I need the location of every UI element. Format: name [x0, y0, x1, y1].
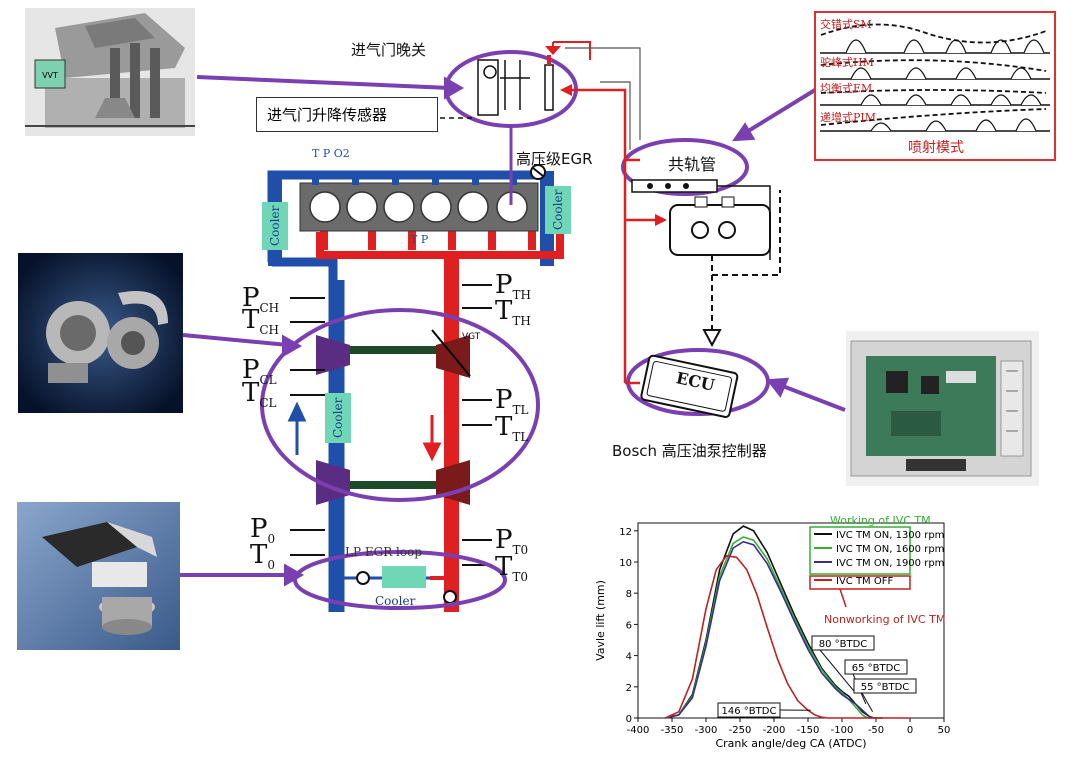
y-axis-label: Vavle lift (mm): [594, 580, 607, 661]
common-rail-label: 共轨管: [668, 155, 717, 174]
bosch-controller-label: Bosch 高压油泵控制器: [612, 442, 767, 460]
mode-hm-label: 驼峰式HM: [820, 56, 874, 69]
vgt-label: VGT: [462, 332, 481, 342]
legend-label-2: IVC TM ON, 1900 rpm: [836, 558, 944, 569]
x-tick-label: -300: [695, 725, 718, 736]
y-tick-label: 6: [626, 620, 632, 631]
vvt-label: VVT: [42, 71, 58, 80]
t-p-manifold-label: T P: [410, 233, 429, 246]
intercooler: Cooler: [325, 393, 351, 443]
egr-cooler-right: Cooler: [545, 186, 571, 234]
valve-sensor-box: 进气门升降传感器: [256, 97, 438, 132]
mode-pim-label: 递增式PIM: [820, 111, 877, 124]
btdc-leader: [819, 649, 856, 694]
sensor-p-t0: PT0: [495, 525, 529, 558]
t-p-o2-label: T P O2: [312, 147, 350, 160]
valve-train-photo: VVT: [25, 8, 195, 136]
mode-em-label: 均衡式EM: [820, 82, 873, 95]
sensor-p-ch: PCH: [242, 283, 280, 316]
y-tick-label: 2: [626, 683, 632, 694]
lp-egr-cooler: [382, 566, 426, 588]
x-tick-label: -400: [627, 725, 650, 736]
legend-label-1: IVC TM ON, 1600 rpm: [836, 544, 944, 555]
btdc-box: [844, 659, 908, 675]
sensor-t-0: T0: [250, 540, 275, 573]
y-tick-label: 12: [619, 527, 632, 538]
btdc-label: 55 °BTDC: [861, 682, 910, 693]
btdc-box: [811, 635, 875, 651]
sensor-t-ch: TCH: [242, 305, 279, 338]
series-line-3: [664, 554, 910, 719]
sensor-t-cl: TCL: [242, 378, 277, 411]
y-tick-label: 8: [626, 589, 632, 600]
series-line-2: [665, 540, 877, 719]
sensor-t-tl: TTL: [495, 412, 529, 445]
legend-on-box: [809, 526, 911, 575]
y-tick-label: 4: [626, 652, 632, 663]
sensor-t-th: TTH: [495, 296, 531, 329]
turbocharger-photo: [18, 253, 183, 413]
annotation-arrow: [839, 588, 847, 608]
btdc-label: 80 °BTDC: [819, 639, 868, 650]
legend-label-3: IVC TM OFF: [836, 576, 893, 587]
ecu-board-photo: [846, 331, 1039, 486]
x-tick-label: -150: [797, 725, 820, 736]
lp-egr-loop-label: LP EGR loop: [345, 545, 423, 559]
x-tick-label: -200: [763, 725, 786, 736]
injection-modes-title: 喷射模式: [908, 140, 964, 156]
annotation-nonworking: Nonworking of IVC TM: [824, 613, 945, 626]
x-tick-label: -100: [831, 725, 854, 736]
x-tick-label: -350: [661, 725, 684, 736]
legend-off-box: [809, 575, 911, 590]
btdc-box: [853, 678, 917, 694]
valve-lift-chart: -400 -350 -300 -250 -200 -150 -100 -50 0 50 0 2 4 6 8 1…: [594, 514, 951, 750]
x-axis-label: Crank angle/deg CA (ATDC): [715, 737, 866, 750]
injection-modes-panel: 交错式SM 驼峰式HM 均衡式EM 递增式PIM 喷射模式: [814, 11, 1056, 161]
hp-egr-label: 高压级EGR: [516, 150, 593, 168]
egr-valve-photo: [17, 502, 180, 650]
ivc-late-label: 进气门晚关: [351, 41, 427, 59]
sensor-p-cl: PCL: [242, 355, 277, 388]
sensor-p-tl: PTL: [495, 385, 529, 418]
sensor-t-t0: TT0: [495, 552, 528, 585]
x-tick-label: 50: [938, 725, 951, 736]
mode-sm-label: 交错式SM: [820, 18, 872, 31]
legend-label-0: IVC TM ON, 1300 rpm: [836, 530, 944, 541]
btdc-leader: [861, 692, 874, 713]
plot-frame: [637, 522, 945, 719]
y-tick-label: 0: [626, 714, 632, 725]
x-tick-label: 0: [907, 725, 913, 736]
y-tick-label: 10: [619, 558, 632, 569]
sensor-p-th: PTH: [495, 270, 531, 303]
btdc-label: 146 °BTDC: [722, 706, 777, 717]
annotation-working: Working of IVC TM: [830, 514, 931, 527]
x-tick-label: -250: [729, 725, 752, 736]
lp-egr-cooler-label: Cooler: [375, 594, 416, 608]
btdc-label: 65 °BTDC: [852, 663, 901, 674]
x-tick-label: -50: [868, 725, 884, 736]
intake-cooler-left: Cooler: [262, 202, 288, 250]
sensor-p-0: P0: [250, 514, 276, 547]
